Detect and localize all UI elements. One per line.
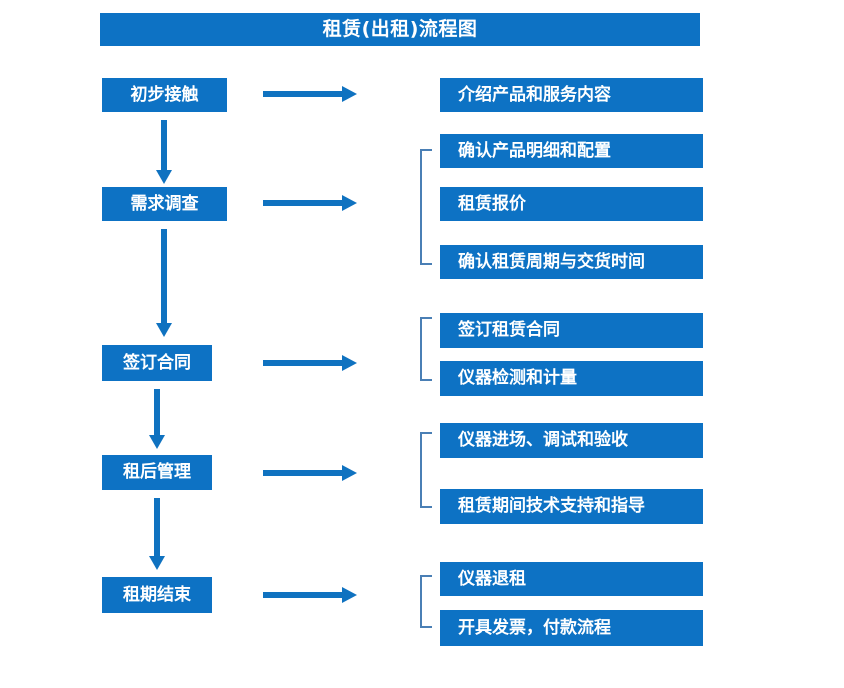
group-bracket-sign-contract xyxy=(419,317,433,381)
diagram-title-bar: 租赁(出租)流程图 xyxy=(100,13,700,46)
stage-box-needs-survey[interactable]: 需求调查 xyxy=(102,187,227,221)
stage-box-initial-contact[interactable]: 初步接触 xyxy=(102,78,227,112)
flow-arrow-right-4 xyxy=(263,464,358,482)
detail-label: 仪器检测和计量 xyxy=(458,368,577,388)
detail-label: 租赁期间技术支持和指导 xyxy=(458,496,645,516)
detail-box-introduce-products[interactable]: 介绍产品和服务内容 xyxy=(440,78,703,112)
stage-label: 签订合同 xyxy=(123,352,191,373)
stage-label: 初步接触 xyxy=(130,84,199,105)
detail-label: 仪器进场、调试和验收 xyxy=(458,430,628,450)
flow-arrow-down-4 xyxy=(148,498,166,572)
stage-box-post-rental-management[interactable]: 租后管理 xyxy=(102,455,212,490)
group-bracket-rental-end xyxy=(419,575,433,628)
detail-label: 仪器退租 xyxy=(458,568,526,589)
stage-label: 需求调查 xyxy=(130,193,199,214)
detail-label: 确认产品明细和配置 xyxy=(458,140,611,161)
detail-box-confirm-period-delivery[interactable]: 确认租赁周期与交货时间 xyxy=(440,245,703,279)
detail-box-invoice-payment[interactable]: 开具发票，付款流程 xyxy=(440,610,703,646)
group-bracket-post-rental-management xyxy=(419,432,433,508)
stage-box-rental-end[interactable]: 租期结束 xyxy=(102,577,212,613)
detail-label: 签订租赁合同 xyxy=(458,320,560,340)
flow-arrow-down-1 xyxy=(155,120,173,186)
detail-box-instrument-inspection[interactable]: 仪器检测和计量 xyxy=(440,361,703,396)
stage-label: 租期结束 xyxy=(123,584,191,605)
flow-arrow-down-3 xyxy=(148,389,166,451)
detail-box-rental-quote[interactable]: 租赁报价 xyxy=(440,187,703,221)
flow-arrow-right-5 xyxy=(263,586,358,604)
flow-arrow-down-2 xyxy=(155,229,173,339)
detail-box-instrument-entry-commission[interactable]: 仪器进场、调试和验收 xyxy=(440,423,703,458)
detail-box-sign-rental-contract[interactable]: 签订租赁合同 xyxy=(440,313,703,348)
diagram-title: 租赁(出租)流程图 xyxy=(322,18,478,40)
stage-label: 租后管理 xyxy=(123,462,191,482)
detail-label: 开具发票，付款流程 xyxy=(458,617,611,638)
detail-box-instrument-return[interactable]: 仪器退租 xyxy=(440,562,703,596)
detail-label: 介绍产品和服务内容 xyxy=(458,84,611,105)
detail-box-confirm-product-config[interactable]: 确认产品明细和配置 xyxy=(440,134,703,168)
detail-label: 确认租赁周期与交货时间 xyxy=(458,251,645,272)
group-bracket-needs-survey xyxy=(419,149,433,265)
detail-box-technical-support[interactable]: 租赁期间技术支持和指导 xyxy=(440,489,703,524)
stage-box-sign-contract[interactable]: 签订合同 xyxy=(102,345,212,381)
detail-label: 租赁报价 xyxy=(458,193,526,214)
flow-arrow-right-3 xyxy=(263,354,358,372)
flow-arrow-right-2 xyxy=(263,194,358,212)
flow-arrow-right-1 xyxy=(263,85,358,103)
